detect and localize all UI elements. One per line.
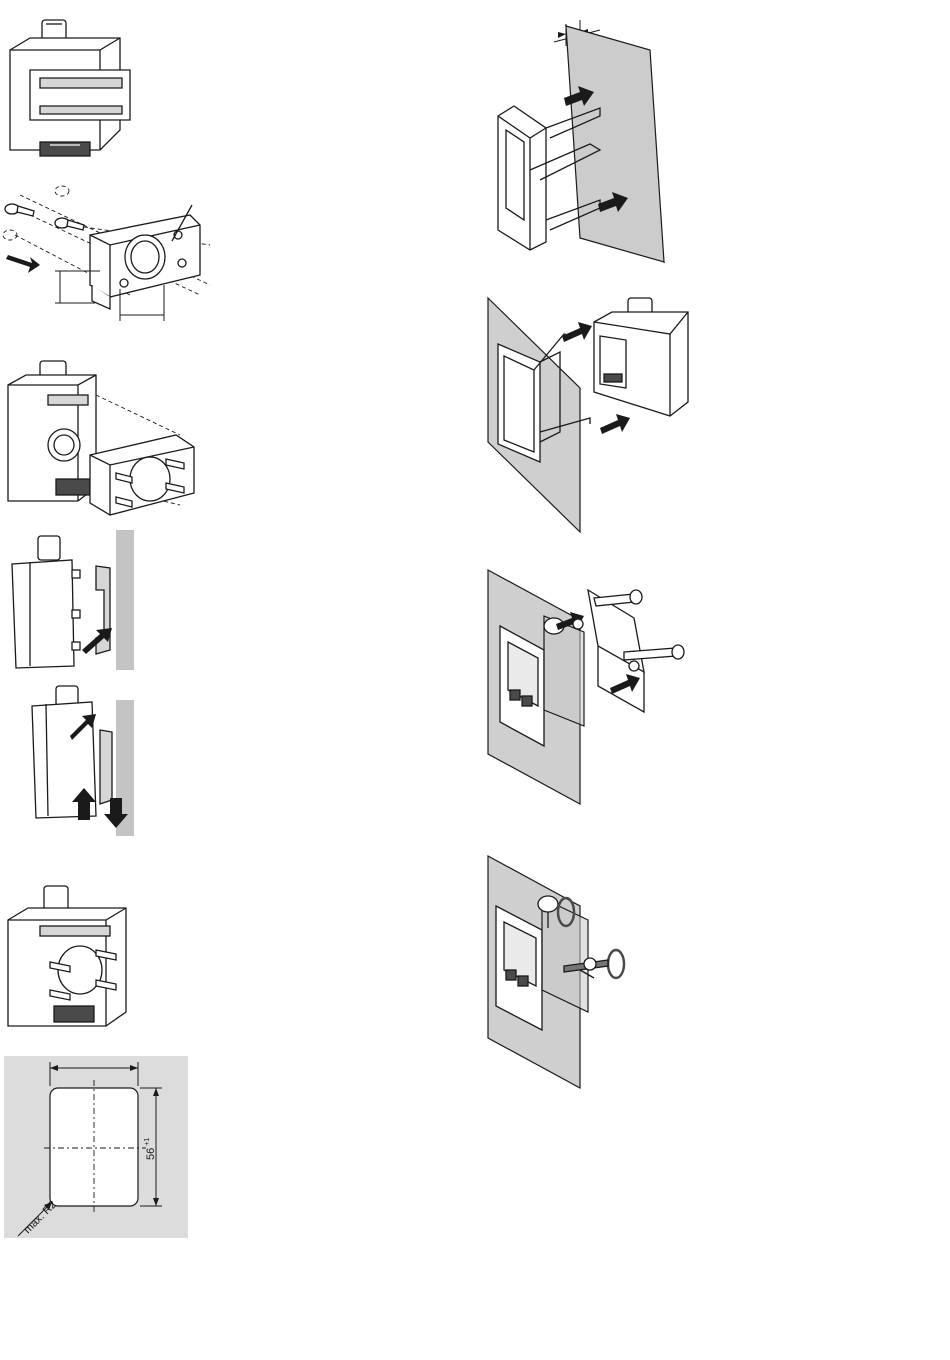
device-on-wall-rail-illustration — [0, 680, 140, 840]
device-bracket-mounted-illustration — [0, 880, 140, 1040]
arrow-icon — [6, 255, 40, 273]
arrow-icon — [562, 322, 592, 342]
frame-into-panel-illustration — [490, 20, 690, 270]
device-bracket-exploded-illustration — [0, 355, 200, 525]
fig-frame-into-panel — [490, 20, 690, 270]
fig-device-bracket-exploded — [0, 355, 200, 525]
panel-cutout-drawing: 56+1 max. R2 — [4, 1056, 188, 1238]
screw-icon — [55, 218, 84, 230]
fig-device-on-rail-top — [0, 10, 140, 170]
fig-tighten-screws — [484, 852, 664, 1092]
bracket-screws-illustration — [0, 185, 220, 325]
fig-device-bracket-mounted — [0, 880, 140, 1040]
screw-icon — [5, 204, 34, 216]
hook-onto-rail-illustration — [0, 530, 140, 675]
arrow-icon — [600, 414, 630, 434]
fastening-bracket-illustration — [484, 566, 694, 811]
wall-bar — [116, 530, 134, 670]
arrow-icon — [610, 674, 640, 694]
fig-fastening-bracket — [484, 566, 694, 811]
fig-device-on-wall-rail — [0, 680, 140, 840]
fig-bracket-screws — [0, 185, 220, 325]
fig-hook-onto-rail — [0, 530, 140, 675]
radius-label: max. R2 — [22, 1199, 59, 1236]
fig-panel-cutout: 56+1 max. R2 — [4, 1056, 188, 1238]
tighten-screws-illustration — [484, 852, 664, 1092]
device-on-rail-illustration — [0, 10, 140, 170]
device-into-frame-illustration — [480, 292, 700, 537]
height-dimension-label: 56+1 — [144, 1138, 157, 1160]
fig-device-into-frame — [480, 292, 700, 537]
